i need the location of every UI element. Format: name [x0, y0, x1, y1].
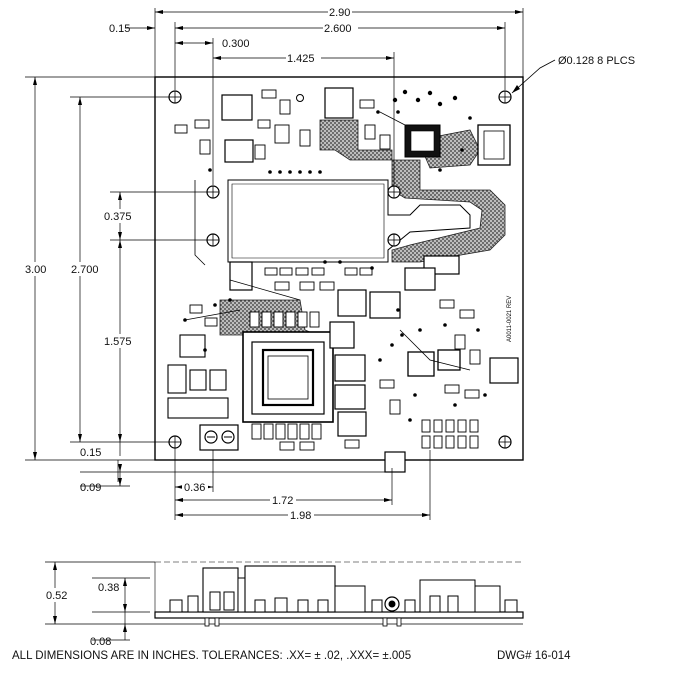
top-dimension-arrows: [147, 10, 523, 60]
mounting-hole: [168, 435, 182, 449]
traces: [184, 111, 471, 371]
transformer: [242, 331, 334, 423]
hole-callout: Ø0.128 8 PLCS: [511, 55, 635, 94]
dim-offset-0300: 0.300: [222, 38, 250, 50]
smd-components: [174, 89, 481, 451]
dim-offset-198: 1.98: [290, 510, 311, 522]
mounting-hole: [387, 233, 401, 247]
mounting-hole: [206, 185, 220, 199]
board-rev-label: A0011-0021 REV: [507, 296, 513, 342]
general-notes: ALL DIMENSIONS ARE IN INCHES. TOLERANCES…: [12, 650, 412, 662]
vias: [183, 89, 487, 422]
dim-hole-span-y: 2.700: [71, 264, 99, 276]
side-dimension-arrows: [53, 562, 127, 632]
side-pcb: [154, 611, 524, 619]
terminal-block: [199, 424, 239, 451]
mounting-hole: [498, 435, 512, 449]
mounting-hole: [498, 90, 512, 104]
mounting-hole: [168, 90, 182, 104]
coax-connector: [477, 124, 511, 166]
dim-bottom-edge-offset: 0.15: [80, 447, 101, 459]
dim-offset-0375: 0.375: [104, 211, 132, 223]
dim-hole-span-x: 2.600: [324, 23, 352, 35]
dim-side-pcb-thickness: 0.08: [90, 636, 111, 648]
hole-callout-text: Ø0.128 8 PLCS: [558, 55, 635, 67]
dim-overall-height: 3.00: [25, 264, 46, 276]
dim-overall-width: 2.90: [329, 7, 350, 19]
mounting-hole: [206, 233, 220, 247]
dim-side-component-height: 0.38: [98, 582, 119, 594]
dim-side-overall-height: 0.52: [46, 590, 67, 602]
pcb-side-view: [154, 565, 524, 627]
dim-top-edge-offset: 0.15: [109, 23, 130, 35]
pcb-top-view: A0011-0021 REV: [154, 76, 524, 473]
dim-offset-1575: 1.575: [104, 336, 132, 348]
mounting-holes: [168, 90, 512, 449]
dim-overhang: 0.09: [80, 482, 101, 494]
left-dimension-arrows: [33, 77, 122, 486]
mounting-hole: [387, 185, 401, 199]
cavity-outline: [227, 179, 471, 263]
dim-offset-1425: 1.425: [287, 53, 315, 65]
dim-offset-036: 0.36: [184, 482, 205, 494]
drawing-number: DWG# 16-014: [497, 650, 571, 662]
dim-offset-172: 1.72: [272, 495, 293, 507]
